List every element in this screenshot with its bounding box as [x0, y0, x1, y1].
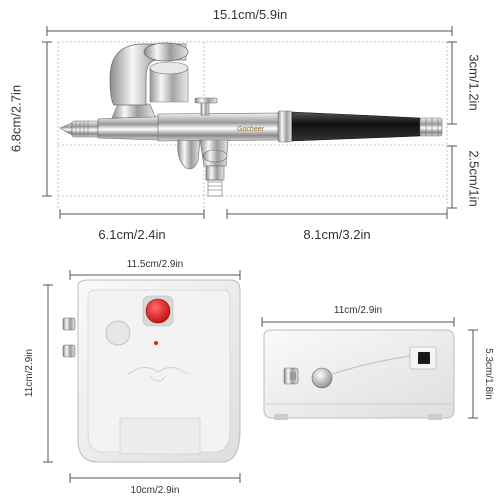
finger-rest — [177, 139, 201, 170]
power-indicator — [154, 341, 158, 345]
overall-length-label: 15.1cm/5.9in — [212, 7, 288, 22]
power-jack — [418, 352, 430, 364]
compressor-side-dimension-lines — [261, 317, 478, 419]
cup-lid — [143, 42, 189, 62]
trigger-button — [200, 101, 210, 116]
logo-flourish — [127, 367, 189, 375]
handle-collar — [277, 110, 293, 143]
compressor-side-height-label: 5.3cm/1.8in — [483, 348, 494, 400]
cup-height-label: 3cm/1.2in — [466, 54, 482, 111]
rear-cap — [419, 117, 443, 137]
compressor-side-width-label: 11cm/2.9in — [333, 305, 383, 316]
rear-length-label: 8.1cm/3.2in — [303, 227, 371, 242]
airbrush-illustration — [59, 42, 443, 197]
cup-stem — [111, 103, 156, 119]
airbrush-dimension-lines — [42, 26, 457, 219]
handle-grip — [291, 111, 421, 142]
compressor-front-illustration — [62, 279, 241, 463]
compressor-side-body — [263, 329, 455, 419]
brand-label: Gocheer — [237, 126, 264, 133]
compressor-front-dimension-lines — [43, 270, 241, 483]
air-outlet-top — [62, 317, 76, 331]
trigger-height-label: 2.5cm/1in — [466, 150, 482, 207]
compressor-height-label: 11cm/2.9in — [24, 348, 35, 398]
front-length-label: 6.1cm/2.4in — [98, 227, 166, 242]
nozzle-tip — [59, 122, 73, 136]
compressor-side-illustration — [263, 329, 455, 420]
compressor-bottom-width-label: 10cm/2.9in — [130, 485, 180, 496]
pressure-knob — [311, 367, 333, 389]
power-button — [145, 298, 171, 324]
compressor-width-label: 11.5cm/2.9in — [126, 259, 184, 270]
height-label: 6.8cm/2.7in — [8, 84, 24, 153]
air-outlet-bottom — [62, 344, 76, 358]
front-recess — [119, 417, 201, 455]
hose-fitting — [207, 179, 223, 197]
pressure-port — [105, 320, 131, 346]
front-body — [97, 115, 161, 141]
